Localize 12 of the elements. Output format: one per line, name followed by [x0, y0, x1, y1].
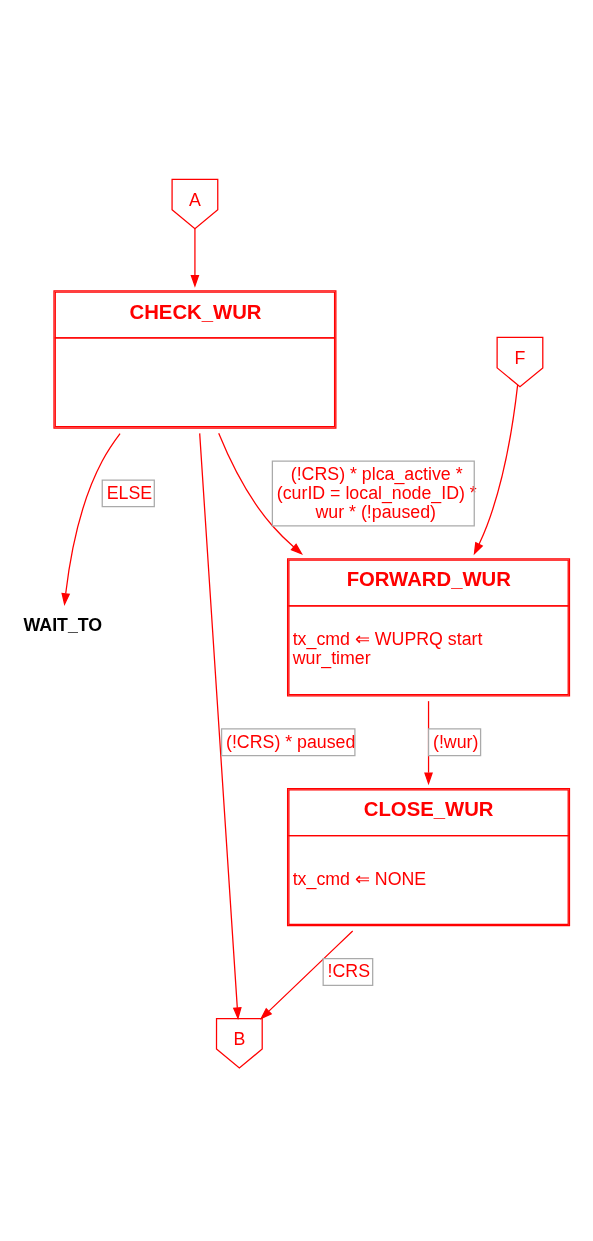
arrow — [61, 432, 121, 606]
arrow — [259, 929, 354, 1020]
edge-label: (!CRS) * paused — [226, 731, 356, 752]
node-text: WAIT_TO — [23, 614, 103, 635]
arrow — [190, 227, 200, 288]
edge-label: (!wur) — [432, 731, 479, 752]
edge-label: !CRS — [327, 960, 371, 981]
arrow — [199, 432, 242, 1020]
arrow — [473, 383, 519, 555]
edge-label: (!CRS) * plca_active * (curID = local_node_ID) * wur * (!paused) — [276, 463, 477, 522]
arrow — [218, 432, 303, 555]
edge-label: ELSE — [106, 482, 153, 503]
